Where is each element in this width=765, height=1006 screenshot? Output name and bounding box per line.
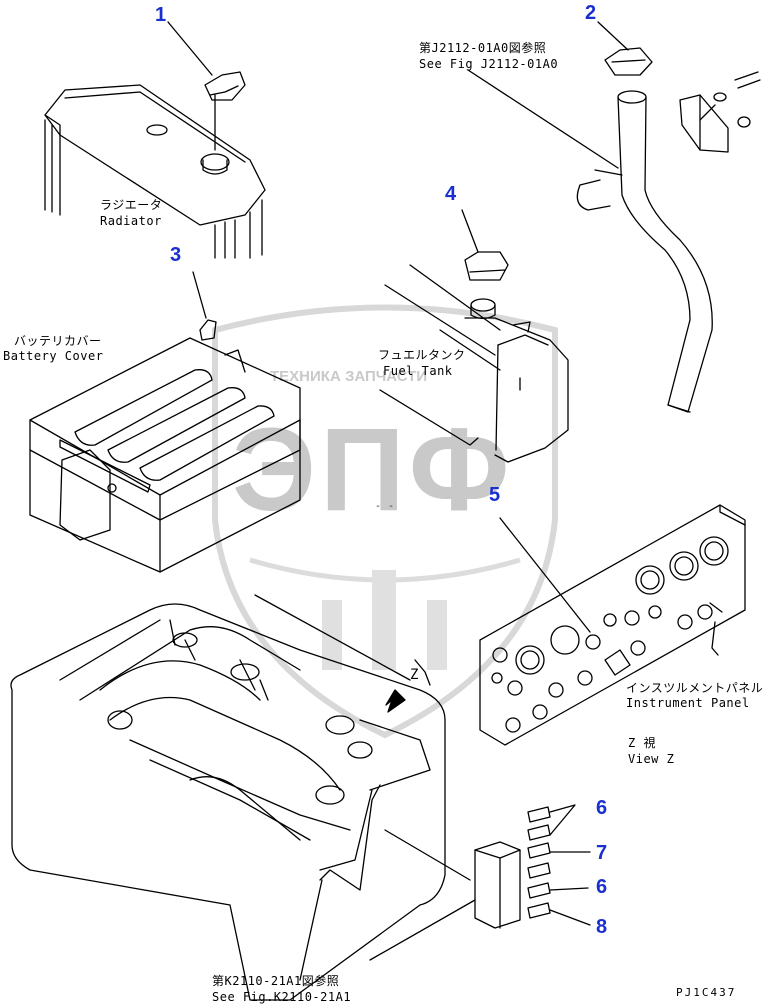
callout-6-bottom[interactable]: 6 [596,876,608,898]
fuse-set-drawing [527,804,591,926]
callout-7[interactable]: 7 [596,842,608,864]
radiator-drawing [44,21,266,259]
view-z-label-jp: Z 視 [628,736,656,750]
battery-cover-label-jp: バッテリカバー [14,334,102,348]
battery-cover-label-en: Battery Cover [3,349,104,363]
watermark-letters: ЭПФ [232,404,514,536]
battery-cover-drawing [29,271,301,573]
ref-fig-k2110-en: See Fig.K2110-21A1 [212,990,352,1004]
radiator-label-en: Radiator [100,214,162,228]
callout-5[interactable]: 5 [489,484,501,506]
watermark-mark: - - [375,501,395,512]
view-marker-z: Z [410,667,419,683]
callout-2[interactable]: 2 [585,2,597,24]
view-arrow [385,689,406,713]
fuel-tank-drawing [379,209,569,463]
instrument-panel-drawing [479,504,746,746]
fuel-filler-pipe-drawing [467,21,761,413]
ref-fig-k2110-jp: 第K2110-21A1図参照 [212,974,340,988]
instrument-panel-label-en: Instrument Panel [626,696,750,710]
callout-6-top[interactable]: 6 [596,797,608,819]
callout-3[interactable]: 3 [170,244,182,266]
watermark-top-text: ТЕХНИКА ЗАПЧАСТИ [270,368,428,385]
ref-fig-j2112-en: See Fig J2112-01A0 [419,57,559,71]
view-z-label-en: View Z [628,752,675,766]
ref-fig-j2112-jp: 第J2112-01A0図参照 [419,41,547,55]
radiator-label-jp: ラジエータ [100,198,163,212]
drawing-code: PJ1C437 [676,986,737,999]
fuel-tank-label-jp: フュエルタンク [378,348,466,362]
callout-1[interactable]: 1 [155,4,167,26]
callout-8[interactable]: 8 [596,916,608,938]
engine-frame-drawing [10,594,521,1001]
instrument-panel-label-jp: インスツルメントパネル [626,681,764,695]
fuel-tank-label-en: Fuel Tank [383,364,453,378]
callout-4[interactable]: 4 [445,183,457,205]
